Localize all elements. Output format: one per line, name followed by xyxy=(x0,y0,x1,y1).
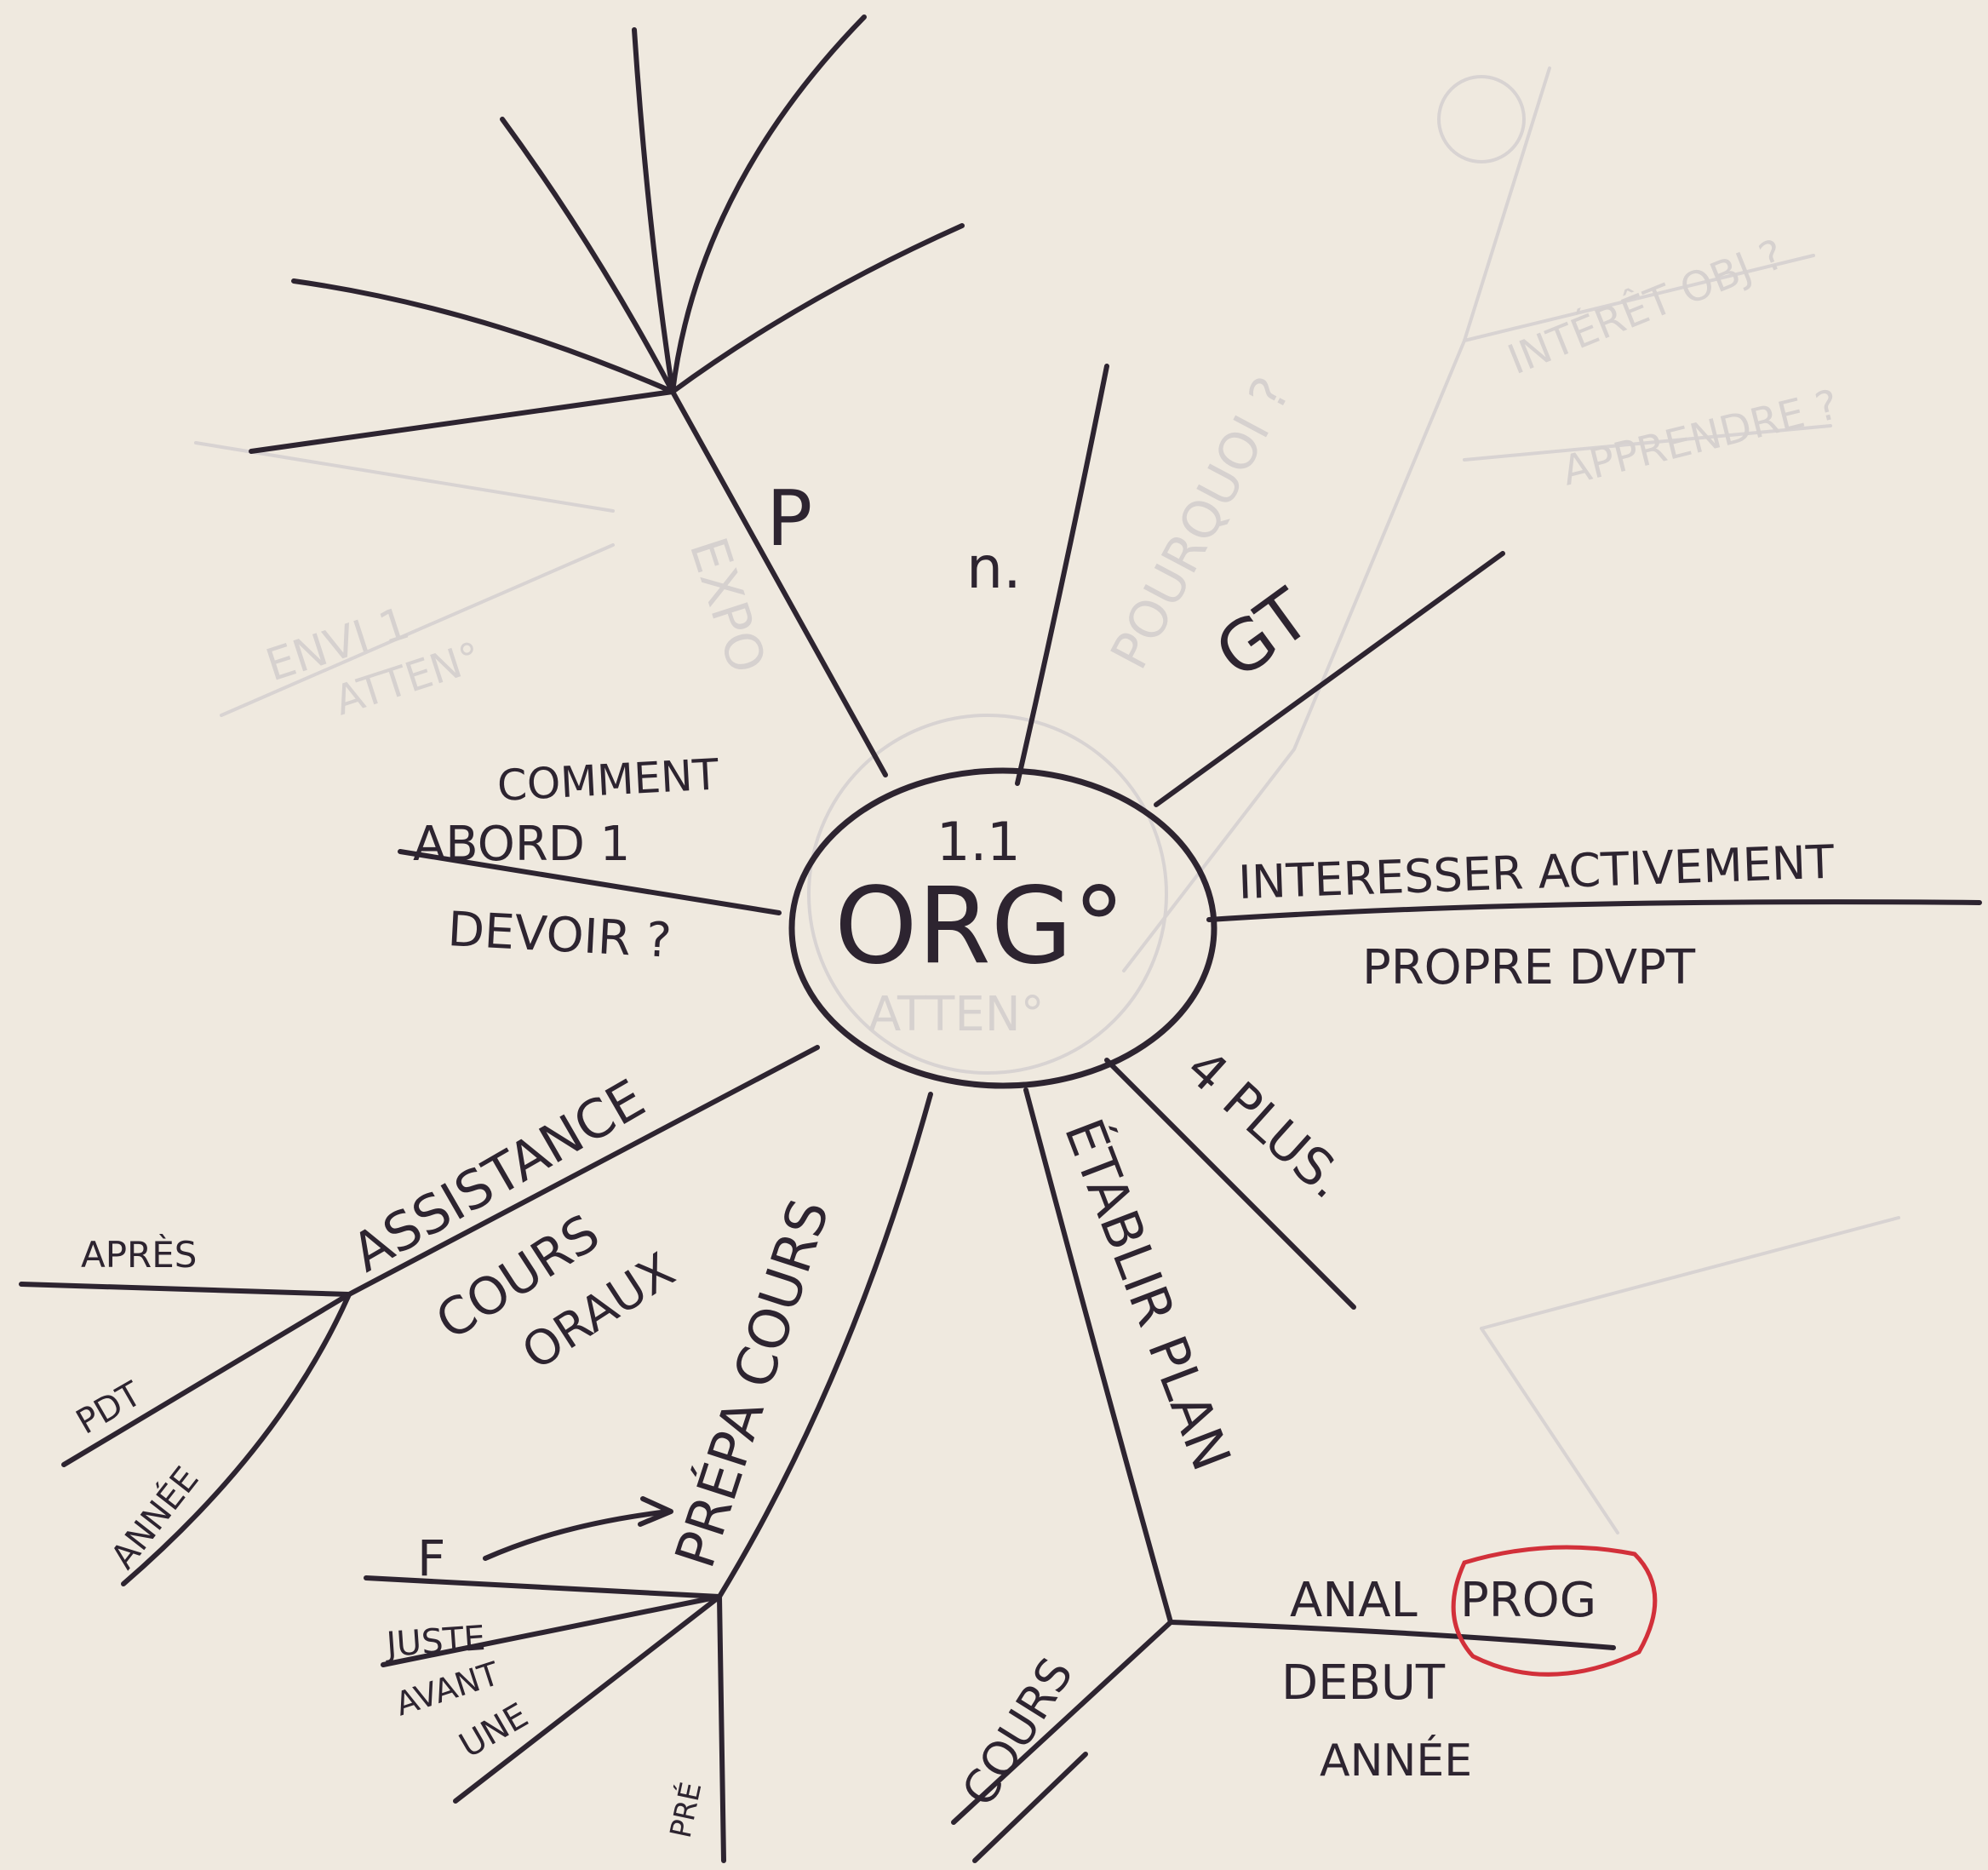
sub-line-une xyxy=(455,1597,719,1801)
ghost-label: APPRENDRE ? xyxy=(1557,381,1842,496)
label-cours-plan: COURS xyxy=(952,1649,1084,1816)
sub-line-apres xyxy=(21,1284,349,1294)
ghost-line xyxy=(1481,1218,1899,1328)
fan-line xyxy=(294,281,673,392)
label-plus: 4 PLUS. xyxy=(1175,1038,1357,1211)
label-n: n. xyxy=(966,535,1022,602)
center-number: 1.1 xyxy=(937,811,1021,873)
branch-line-gt xyxy=(1156,554,1503,805)
label-annee-debut: ANNÉE xyxy=(1320,1735,1472,1787)
ghost-label: INTÉRÊT OBJ ? xyxy=(1501,230,1790,385)
label-propre: PROPRE DVPT xyxy=(1362,940,1696,995)
label-p: P xyxy=(766,474,812,564)
label-interesser: INTERESSER ACTIVEMENT xyxy=(1237,835,1836,909)
label-pre: PRÉ xyxy=(663,1779,709,1841)
fan-line xyxy=(673,17,864,392)
label-f: F xyxy=(417,1529,445,1587)
label-devoir: DEVOIR ? xyxy=(446,902,673,969)
ghost-line xyxy=(1481,1328,1618,1533)
label-debut: DEBUT xyxy=(1281,1655,1446,1711)
label-comment: COMMENT xyxy=(496,749,720,811)
label-apres: APRÈS xyxy=(81,1233,197,1276)
center-title: ORG° xyxy=(834,865,1126,988)
label-une: UNE xyxy=(453,1696,535,1766)
label-anal: ANAL xyxy=(1290,1573,1418,1628)
sub-line-pre xyxy=(719,1597,724,1861)
label-prepa: PRÉPA COURS xyxy=(662,1191,842,1575)
label-gt: GT xyxy=(1201,574,1326,695)
ghost-line xyxy=(196,443,613,511)
label-juste: JUSTE xyxy=(382,1619,486,1665)
label-abord: ABORD 1 xyxy=(413,817,630,872)
fan-line xyxy=(673,226,962,392)
ghost-circle xyxy=(1439,77,1524,162)
ghost-label: ATTEN° xyxy=(868,987,1045,1042)
branch-line-n xyxy=(1017,366,1107,783)
label-pdt: PDT xyxy=(70,1374,148,1443)
fan-line xyxy=(251,392,673,451)
arrow-f xyxy=(485,1511,668,1558)
label-prog: PROG xyxy=(1460,1573,1596,1628)
prog-highlight: PROG xyxy=(1453,1547,1655,1674)
